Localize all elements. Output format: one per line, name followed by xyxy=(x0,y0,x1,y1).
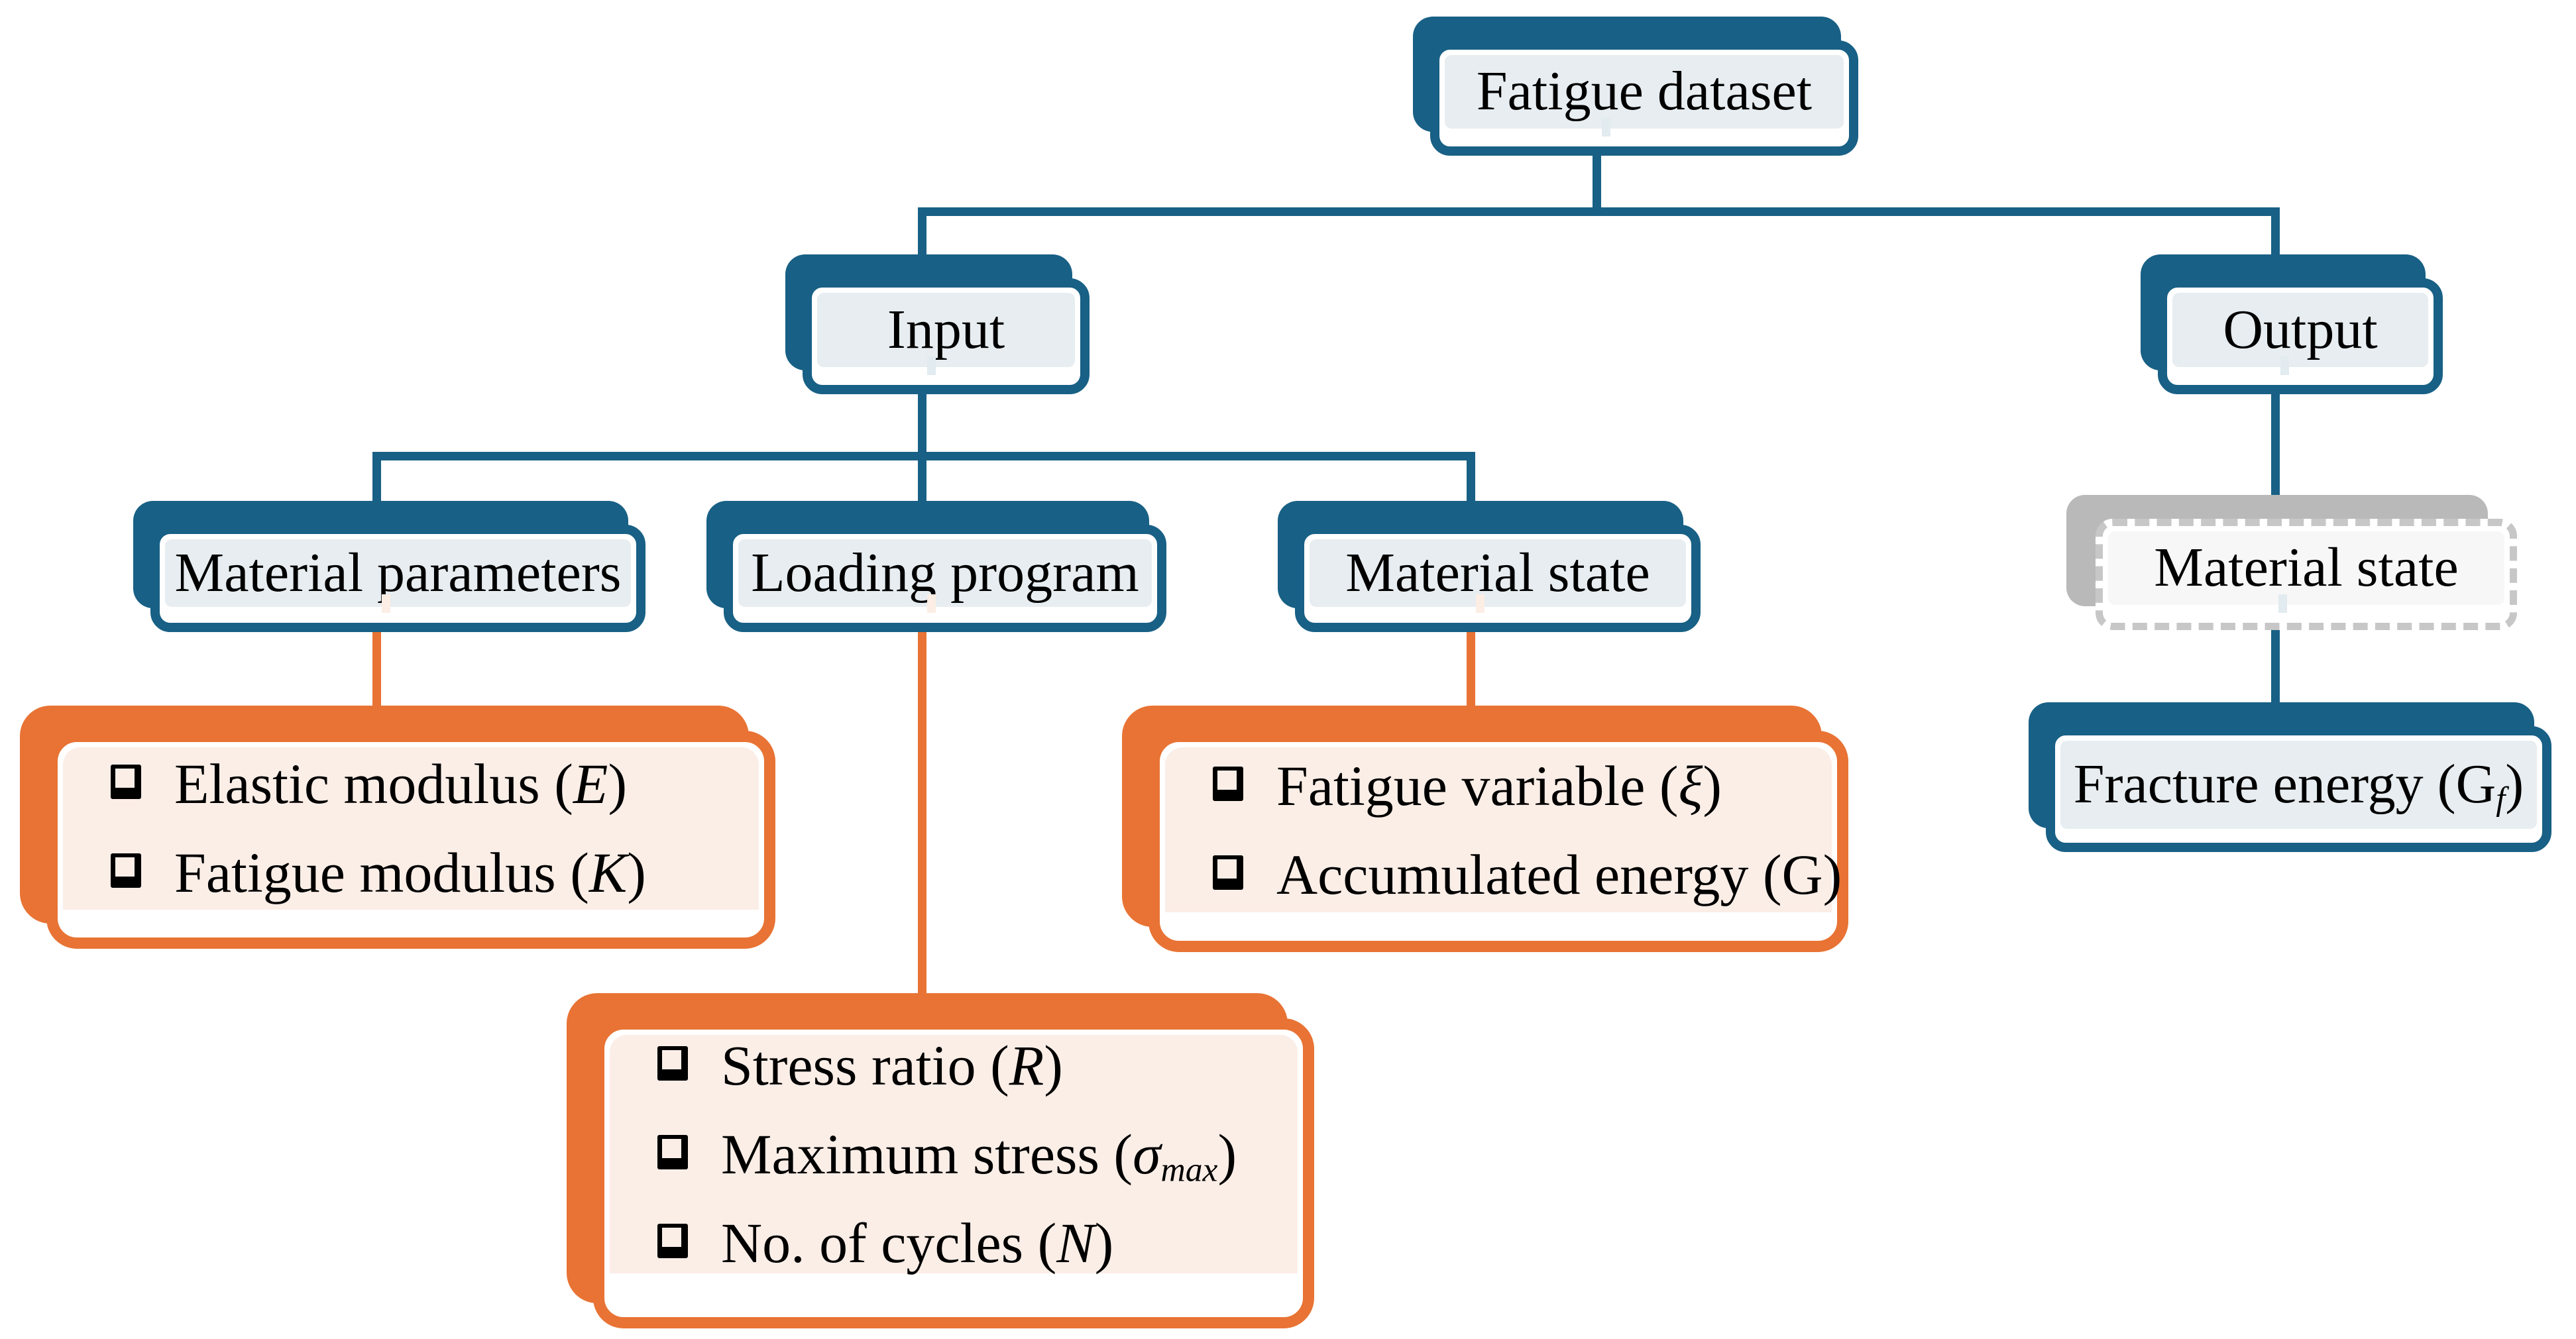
connector-material-state-top xyxy=(1467,452,1475,506)
card-body: Elastic modulus (E) Fatigue modulus (K) xyxy=(46,731,775,949)
list-item: Fatigue variable (ξ) xyxy=(1213,757,1722,814)
connector-stub xyxy=(1476,594,1484,613)
list-item-text: Fatigue modulus (K) xyxy=(174,841,646,905)
node-material-parameters: Material parameters xyxy=(133,501,645,632)
card-fill: Stress ratio (R) Maximum stress (σmax) N… xyxy=(610,1035,1298,1274)
list-item-text: Stress ratio (R) xyxy=(721,1034,1063,1098)
node-label: Material parameters xyxy=(174,541,622,604)
card-body: Material state xyxy=(2096,519,2517,630)
list-item: Stress ratio (R) xyxy=(657,1037,1063,1094)
checkbox-bullet-icon xyxy=(1213,855,1243,890)
connector-output-top xyxy=(2271,207,2280,259)
node-loading-program: Loading program xyxy=(706,501,1166,632)
card-body: Output xyxy=(2158,278,2443,394)
connector-stub xyxy=(382,594,390,613)
checkbox-bullet-icon xyxy=(657,1046,688,1081)
card-body: Input xyxy=(803,278,1090,394)
card-fill: Output xyxy=(2172,293,2428,367)
card-fill: Elastic modulus (E) Fatigue modulus (K) xyxy=(63,747,759,910)
list-item-text: Fatigue variable (ξ) xyxy=(1276,753,1722,818)
node-label: Material state xyxy=(1345,541,1650,604)
connector-material-state-list xyxy=(1467,629,1475,712)
node-label: Input xyxy=(887,298,1005,360)
connector-output-down xyxy=(2271,391,2280,502)
card-body: Material parameters xyxy=(150,525,645,632)
card-body: Stress ratio (R) Maximum stress (σmax) N… xyxy=(593,1018,1314,1328)
card-fill: Material parameters xyxy=(165,539,631,607)
list-item-text: Elastic modulus (E) xyxy=(174,752,628,816)
connector-level1-horizontal xyxy=(918,207,2280,216)
card-body: Fracture energy (Gf) xyxy=(2046,726,2551,852)
card-body: Fatigue dataset xyxy=(1430,40,1858,156)
connector-loading-program-top xyxy=(918,452,926,506)
list-item: Fatigue modulus (K) xyxy=(111,844,646,901)
node-fracture-energy: Fracture energy (Gf) xyxy=(2029,702,2551,852)
node-fatigue-dataset: Fatigue dataset xyxy=(1413,17,1858,156)
checkbox-bullet-icon xyxy=(657,1135,688,1170)
connector-stub xyxy=(1602,118,1610,136)
card-fill: Fracture energy (Gf) xyxy=(2060,741,2537,829)
checkbox-bullet-icon xyxy=(1213,766,1243,801)
connector-input-down xyxy=(918,391,926,457)
card-fill: Input xyxy=(817,293,1075,367)
node-material-state-output: Material state xyxy=(2066,495,2517,630)
list-item-text: Accumulated energy (G) xyxy=(1276,842,1842,906)
checkbox-bullet-icon xyxy=(111,853,141,888)
connector-root-down xyxy=(1593,154,1601,212)
node-label: Loading program xyxy=(751,541,1139,604)
connector-stub xyxy=(2280,356,2289,375)
node-output: Output xyxy=(2141,254,2443,394)
list-item: Maximum stress (σmax) xyxy=(657,1122,1237,1189)
connector-loading-program-list xyxy=(918,629,926,1000)
checkbox-bullet-icon xyxy=(657,1224,688,1259)
list-material-state: Fatigue variable (ξ) Accumulated energy … xyxy=(1122,706,1848,952)
card-body: Fatigue variable (ξ) Accumulated energy … xyxy=(1148,731,1848,952)
list-item: Elastic modulus (E) xyxy=(111,755,627,812)
connector-material-parameters-list xyxy=(372,629,381,712)
card-fill: Loading program xyxy=(738,539,1152,607)
node-label: Fracture energy (Gf) xyxy=(2073,753,2524,818)
card-fill: Fatigue dataset xyxy=(1445,55,1844,129)
card-body: Material state xyxy=(1295,525,1701,632)
list-material-parameters: Elastic modulus (E) Fatigue modulus (K) xyxy=(20,706,775,949)
node-label: Material state xyxy=(2154,537,2459,599)
card-fill: Material state xyxy=(1310,539,1686,607)
list-item: No. of cycles (N) xyxy=(657,1214,1113,1271)
card-fill: Fatigue variable (ξ) Accumulated energy … xyxy=(1165,747,1842,912)
node-material-state-input: Material state xyxy=(1278,501,1701,632)
node-label: Fatigue dataset xyxy=(1476,60,1813,123)
connector-material-parameters-top xyxy=(372,452,381,506)
node-input: Input xyxy=(785,254,1090,394)
node-label: Output xyxy=(2223,298,2378,360)
connector-stub xyxy=(927,356,936,375)
card-fill: Material state xyxy=(2108,531,2504,605)
connector-stub xyxy=(2278,594,2287,613)
list-item-text: Maximum stress (σmax) xyxy=(721,1122,1237,1189)
list-item-text: No. of cycles (N) xyxy=(721,1211,1114,1275)
list-item: Accumulated energy (G) xyxy=(1213,846,1842,903)
card-body: Loading program xyxy=(724,525,1166,632)
connector-stub xyxy=(927,594,936,613)
connector-input-top xyxy=(918,207,926,259)
checkbox-bullet-icon xyxy=(111,765,141,800)
list-loading-program: Stress ratio (R) Maximum stress (σmax) N… xyxy=(567,993,1314,1328)
